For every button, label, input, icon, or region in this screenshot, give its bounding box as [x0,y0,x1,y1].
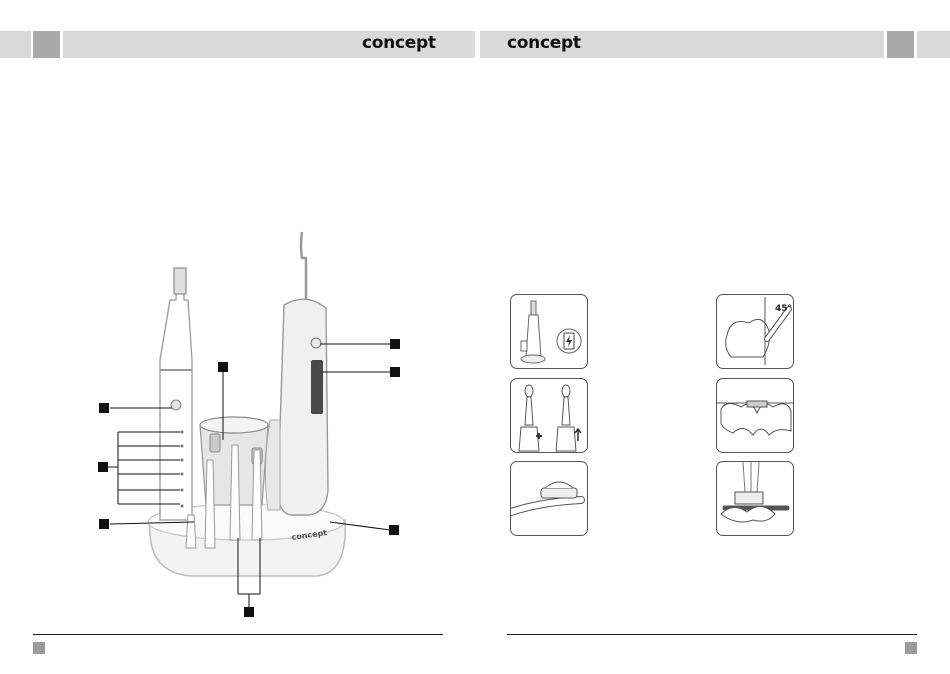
step-toothpaste [510,461,588,536]
callout-marker-3 [99,519,109,529]
angle-label: 45° [775,304,792,314]
brush-head-attach-icon [519,385,542,451]
step-rinse [716,461,794,536]
step-charging [510,294,588,369]
callout-marker-7 [389,525,399,535]
brushing-45-degree-icon: 45° [717,295,794,369]
battery-charge-icon [557,329,581,353]
page-number-box-right [905,642,917,654]
brushing-teeth-icon [717,379,794,453]
callout-marker-2 [98,462,108,472]
step-brushing-teeth [716,378,794,453]
callout-marker-4 [218,362,228,372]
footer-rule-right [507,634,917,635]
rinse-brush-icon [717,462,794,536]
step-brush-head [510,378,588,453]
callout-marker-5 [390,339,400,349]
callout-marker-1 [99,403,109,413]
toothbrush-charger-icon [521,301,545,363]
callout-marker-6 [390,367,400,377]
page-number-box-left [33,642,45,654]
toothpaste-icon [511,462,588,536]
step-brushing-angle: 45° [716,294,794,369]
callout-marker-8 [244,607,254,617]
brush-head-remove-icon [556,385,581,451]
footer-rule-left [33,634,443,635]
